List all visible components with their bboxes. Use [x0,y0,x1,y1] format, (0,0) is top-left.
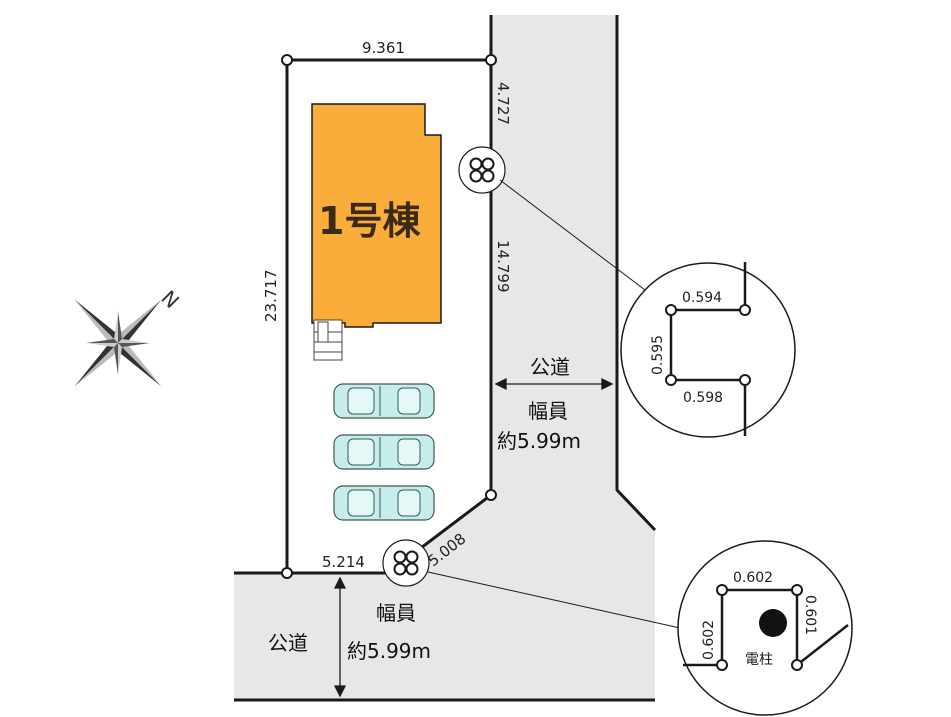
leader-line-1 [499,179,646,291]
detail-2-right: 0.601 [802,595,818,635]
utility-pole-icon [759,609,787,637]
car-icon [333,485,435,521]
leader-line-2 [427,571,681,629]
road-east-width-arrow [494,377,614,391]
road-east-width-label: 幅員 [528,399,568,423]
entrance-steps [313,319,343,361]
detail-1-top: 0.594 [682,290,722,306]
road-east-area [490,15,655,700]
road-south-width-value: 約5.99m [347,639,431,663]
dim-bottom: 5.214 [322,553,365,571]
detail-circle-1 [620,262,796,438]
road-east-label: 公道 [530,355,570,379]
pole-label: 電柱 [745,652,773,668]
dim-right-upper: 4.727 [494,82,512,125]
detail-circle-2 [677,540,853,716]
road-south-area [234,495,490,700]
building-label: 1号棟 [318,199,421,243]
detail-2-left: 0.602 [701,620,717,660]
road-east-far-edge [615,15,657,532]
boundary-point [281,567,293,579]
compass-north-label: N [156,286,184,314]
detail-2-top: 0.602 [733,570,773,586]
boundary-marker-icon [458,146,506,194]
boundary-point [485,489,497,501]
car-icon [333,383,435,419]
detail-1-bottom: 0.598 [683,390,723,406]
boundary-point [485,54,497,66]
road-east-width-value: 約5.99m [497,429,581,453]
dim-right-lower: 14.799 [494,240,512,293]
dim-top: 9.361 [362,39,405,57]
road-south-width-label: 幅員 [376,601,416,625]
dim-left: 23.717 [262,270,280,323]
car-icon [333,434,435,470]
compass-rose-icon [74,299,162,387]
road-south-label: 公道 [268,631,308,655]
boundary-marker-icon [382,539,430,587]
road-south-width-arrow [333,576,347,698]
detail-1-left: 0.595 [650,335,666,375]
boundary-point [281,54,293,66]
